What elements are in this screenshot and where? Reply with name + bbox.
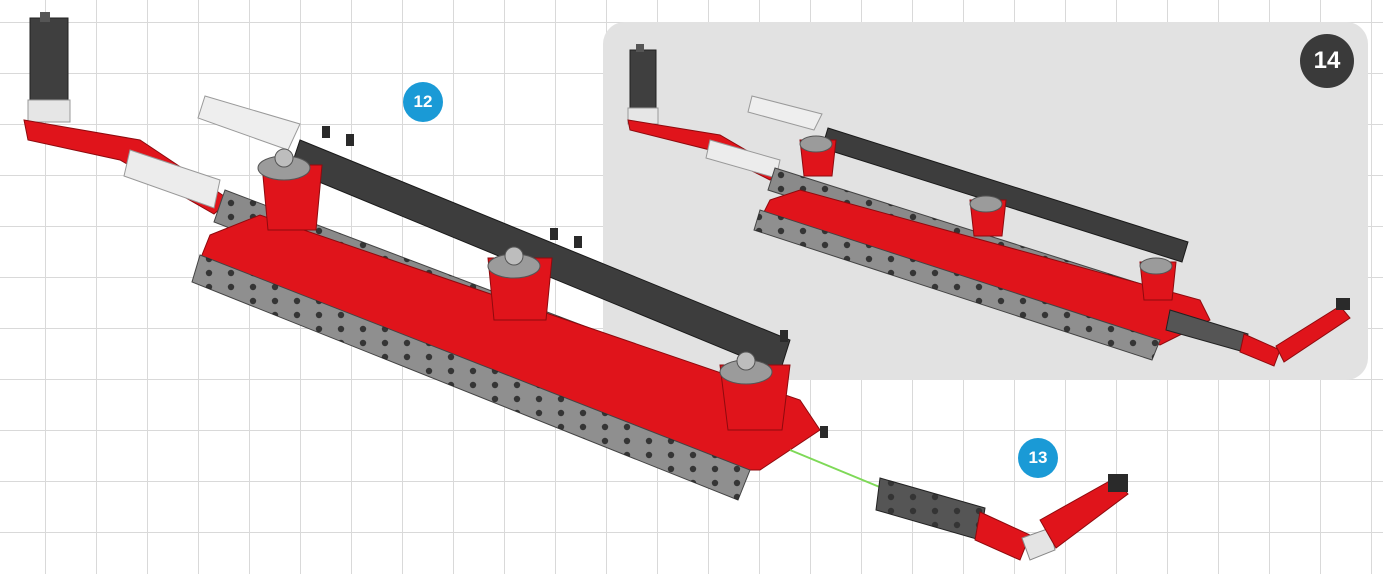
step-14-badge: 14 [1300, 34, 1354, 88]
white-beam-top [197, 95, 301, 151]
step-14-assembly [627, 44, 1351, 367]
white-connector [123, 149, 221, 209]
support-1 [257, 148, 323, 231]
step-13-badge: 13 [1018, 438, 1058, 478]
step-13-part [875, 474, 1129, 561]
step-12-badge: 12 [403, 82, 443, 122]
support-2 [487, 246, 553, 321]
main-assembly [23, 12, 883, 501]
support-3 [719, 351, 791, 431]
vertical-post [29, 17, 69, 109]
guide-line [789, 449, 883, 489]
post-base [27, 99, 71, 123]
